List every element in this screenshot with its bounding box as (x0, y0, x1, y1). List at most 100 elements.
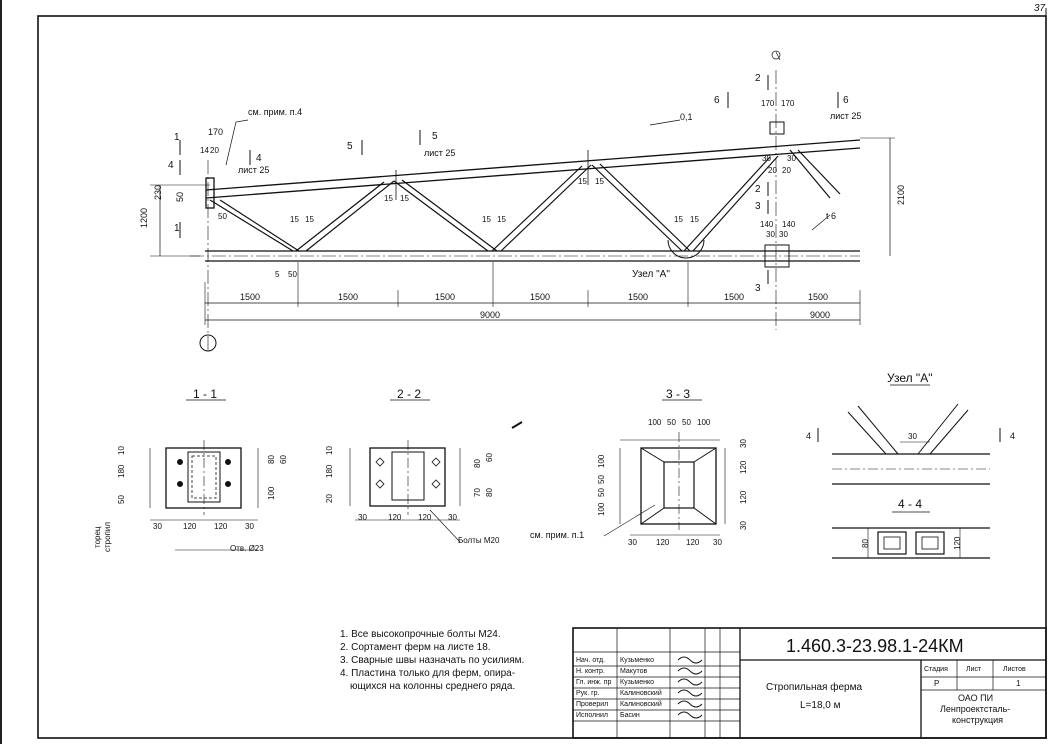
slope-label: 0,1 (680, 112, 693, 122)
mark-5-right: 5 (432, 131, 438, 142)
section-2-2-title: 2 - 2 (397, 387, 422, 401)
s1-right-80: 80 (267, 455, 276, 464)
org-line-1: ОАО ПИ (958, 693, 994, 703)
dim-15-g: 15 (578, 177, 587, 186)
mark-4-top: 4 (256, 153, 262, 164)
dim-15-b: 15 (305, 215, 314, 224)
sheet-ref-left: лист 25 (238, 165, 270, 175)
s3-left-50-a: 50 (597, 475, 606, 484)
ridge-140-l: 140 (760, 220, 774, 229)
half-span-left: 9000 (480, 310, 501, 320)
note-4-cont: ющихся на колонны среднего ряда. (350, 681, 516, 692)
dim-15-j: 15 (690, 215, 699, 224)
header-sheets: Листов (1003, 666, 1026, 673)
s3-top-100-l: 100 (648, 418, 662, 427)
ridge-20-r: 20 (782, 166, 791, 175)
dim-5: 5 (275, 270, 280, 279)
sig-role-3: Гл. инж. пр (576, 679, 612, 686)
title-block-grid (572, 627, 1047, 739)
dim-230: 230 (153, 184, 163, 200)
section-3-3-drawing (603, 399, 726, 537)
s2-right-70: 70 (473, 488, 482, 497)
s3-top-50-b: 50 (682, 418, 691, 427)
s4-dim-120: 120 (953, 536, 962, 550)
mark-1-top: 1 (174, 132, 180, 143)
dim-14: 14 (200, 146, 209, 155)
drawing-title: Стропильная ферма (766, 682, 863, 693)
dim-15-c: 15 (384, 194, 393, 203)
note-2: 2. Сортамент ферм на листе 18. (340, 642, 491, 653)
ref-note-p4: см. прим. п.4 (248, 107, 303, 117)
node-a-dim-30: 30 (908, 432, 917, 441)
ridge-170-r: 170 (781, 99, 795, 108)
s1-side-label-1: торец (93, 526, 102, 548)
s1-bottom-30-l: 30 (153, 522, 162, 531)
plate-label: t 6 (826, 211, 837, 221)
dim-15-e: 15 (482, 215, 491, 224)
axis-bubble (199, 334, 217, 352)
ridge-30-bl: 30 (766, 230, 775, 239)
s2-bolts: Болты М20 (458, 536, 500, 545)
mark-4-left: 4 (168, 160, 174, 171)
half-span-right: 9000 (810, 310, 831, 320)
dim-15-d: 15 (400, 194, 409, 203)
org-line-3: конструкция (952, 715, 1004, 725)
note-3: 3. Сварные швы назначать по усилиям. (340, 655, 525, 666)
node-a-drawing (817, 384, 1001, 485)
header-stage: Стадия (924, 666, 948, 673)
notes-block: 1. Все высокопрочные болты М24. 2. Сорта… (340, 628, 524, 693)
sheet-number: 37 (1034, 3, 1046, 14)
ridge-30-l: 30 (762, 154, 771, 163)
s3-bottom-120-a: 120 (656, 538, 670, 547)
s1-bottom-120-a: 120 (183, 522, 197, 531)
panel-dim-1: 1500 (240, 292, 261, 302)
sig-role-2: Н. контр. (576, 668, 605, 675)
mark-3-bot: 3 (755, 283, 761, 294)
section-2-2-drawing (349, 399, 523, 543)
s1-hole: Отв. Ø23 (230, 544, 264, 553)
s3-left-100-a: 100 (597, 454, 606, 468)
panel-dim-2: 1500 (338, 292, 359, 302)
sig-name-3: Кузьменко (620, 679, 655, 686)
panel-dim-4: 1500 (530, 292, 551, 302)
sig-name-4: Калиновский (620, 690, 662, 697)
mark-5-left: 5 (347, 141, 353, 152)
s3-bottom-30-r: 30 (713, 538, 722, 547)
top-chord (205, 139, 861, 191)
node-a-mark-left: 4 (806, 431, 812, 441)
sig-name-2: Макутов (620, 668, 648, 675)
mark-2-bot: 2 (755, 184, 761, 195)
dim-170: 170 (208, 127, 224, 137)
s3-bottom-120-b: 120 (686, 538, 700, 547)
ridge-20-l: 20 (768, 166, 777, 175)
s1-bottom-120-b: 120 (214, 522, 228, 531)
sig-role-4: Рук. гр. (576, 690, 600, 697)
s3-right-30-a: 30 (739, 439, 748, 448)
node-a-marker (667, 239, 705, 259)
s3-bottom-30-l: 30 (628, 538, 637, 547)
s1-left-10: 10 (117, 446, 126, 455)
section-4-4-drawing (832, 511, 990, 559)
mark-3-top: 3 (755, 201, 761, 212)
dim-15-i: 15 (674, 215, 683, 224)
node-a-label: Узел "А" (632, 269, 670, 280)
org-line-2: Ленпроектсталь- (940, 704, 1011, 714)
panel-dim-3: 1500 (435, 292, 456, 302)
drawing-frame (37, 15, 1047, 739)
s1-side-label-2: стропил (103, 521, 112, 552)
sig-name-5: Калиновский (620, 701, 662, 708)
dim-50-a: 50 (218, 212, 227, 221)
s2-right-60: 60 (485, 453, 494, 462)
sig-role-5: Проверил (576, 701, 609, 708)
section-1-1-drawing (149, 399, 259, 551)
s3-left-100-b: 100 (597, 502, 606, 516)
s1-right-60: 60 (279, 455, 288, 464)
note-1: 1. Все высокопрочные болты М24. (340, 629, 501, 640)
dim-50-b: 50 (288, 270, 297, 279)
ridge-140-r: 140 (782, 220, 796, 229)
dim-15-f: 15 (497, 215, 506, 224)
mark-6-left: 6 (714, 95, 720, 106)
panel-dim-5: 1500 (628, 292, 649, 302)
